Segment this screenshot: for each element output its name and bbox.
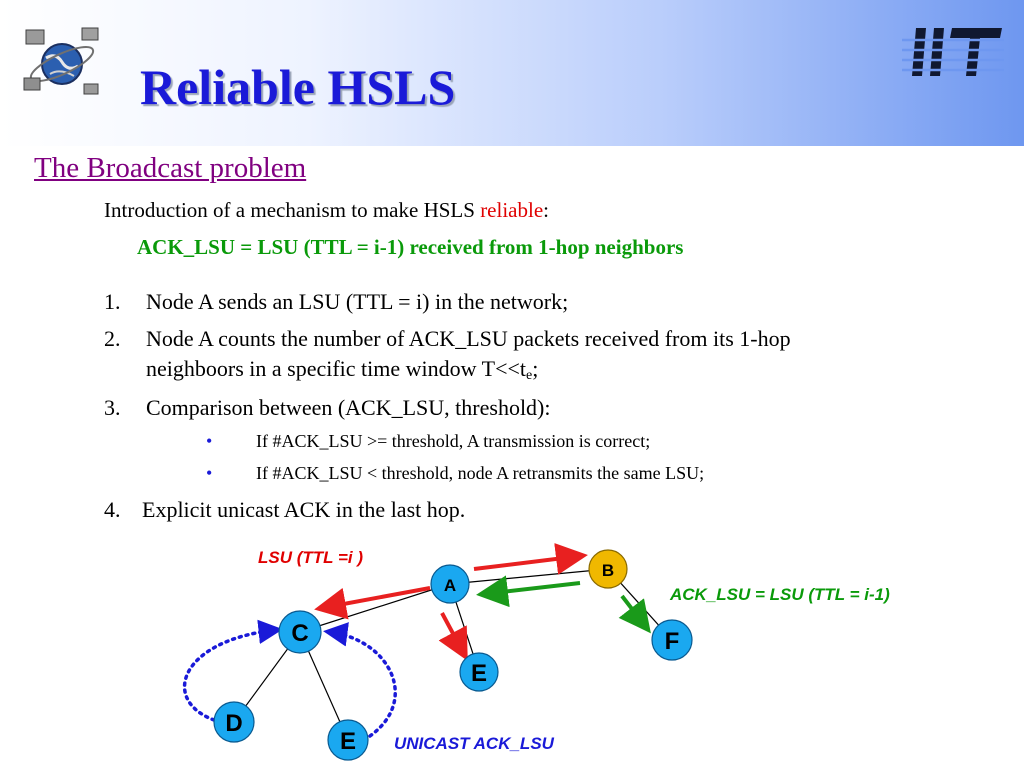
ack-definition: ACK_LSU = LSU (TTL = i-1) received from … [137, 235, 684, 259]
node-a-label: A [444, 576, 456, 595]
header-band [0, 0, 1024, 146]
globe-logo-icon [23, 27, 99, 95]
node-d-label: D [225, 710, 242, 737]
bullet-marker: • [206, 463, 213, 483]
step-text-suffix: ; [532, 356, 539, 381]
step-number: 3. [104, 395, 121, 420]
unicast-arrow-d-to-c [182, 619, 283, 722]
ack-label: ACK_LSU = LSU (TTL = i-1) [669, 585, 890, 604]
network-diagram: A B C E F D E LSU (TTL =i ) ACK_LSU = LS… [182, 543, 890, 761]
lsu-arrow-to-c [314, 586, 431, 620]
node-c-circle [278, 610, 322, 654]
bullet-text: If #ACK_LSU >= threshold, A transmission… [256, 431, 651, 451]
intro-highlight: reliable [480, 198, 544, 222]
step-text: Explicit unicast ACK in the last hop. [142, 497, 466, 522]
step-text: Comparison between (ACK_LSU, threshold): [146, 395, 551, 420]
lsu-label: LSU (TTL =i ) [258, 548, 363, 567]
step-text-prefix: neighboors in a specific time window T<<… [146, 356, 527, 381]
unicast-label: UNICAST ACK_LSU [394, 734, 555, 753]
bullet-marker: • [206, 431, 213, 451]
ack-arrow-to-f [618, 594, 651, 634]
node-b-circle [588, 549, 628, 589]
intro-prefix: Introduction of a mechanism to make HSLS [104, 198, 481, 222]
node-a-circle [430, 564, 470, 604]
step-text: Node A counts the number of ACK_LSU pack… [146, 326, 791, 351]
node-e2-circle [327, 719, 369, 761]
lsu-arrow-to-e [438, 612, 468, 662]
node-e1-label: E [471, 660, 487, 687]
node-f-label: F [665, 628, 680, 655]
edge-a-b [449, 568, 609, 585]
step-text: Node A sends an LSU (TTL = i) in the net… [146, 289, 569, 314]
node-f-circle [651, 619, 693, 661]
node-e1-circle [459, 652, 499, 692]
slide-title: Reliable HSLS [140, 59, 456, 115]
node-d-circle [213, 701, 255, 743]
step-number: 4. [104, 497, 121, 522]
lsu-arrow-to-b [473, 543, 588, 575]
node-c-label: C [291, 620, 308, 647]
node-b-label: B [602, 561, 614, 580]
unicast-arrow-e-to-c [323, 622, 397, 738]
intro-suffix: : [543, 198, 549, 222]
intro-text: Introduction of a mechanism to make HSLS… [104, 198, 549, 223]
bullet-text: If #ACK_LSU < threshold, node A retransm… [256, 463, 705, 483]
node-e2-label: E [340, 728, 356, 755]
step-number: 1. [104, 289, 121, 314]
step-number: 2. [104, 326, 121, 351]
iit-logo-icon [902, 28, 1004, 76]
section-subtitle: The Broadcast problem [34, 152, 307, 184]
ack-arrow-to-a [476, 575, 581, 608]
step-text-subscript: e [526, 368, 533, 383]
step-text-continuation: neighboors in a specific time window T<<… [146, 356, 538, 384]
